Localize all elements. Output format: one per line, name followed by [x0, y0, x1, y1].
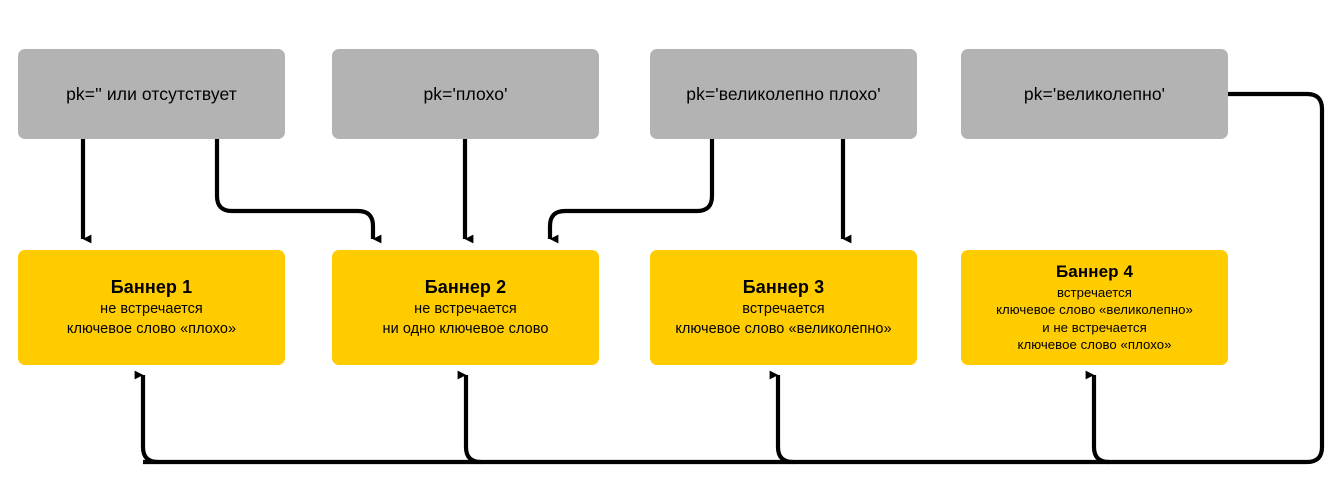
- arrow-cond4-banner2: [457, 370, 482, 465]
- banner-line: ключевое слово «плохо»: [66, 320, 237, 337]
- banner-box-3[interactable]: Баннер 3 встречается ключевое слово «вел…: [650, 250, 917, 365]
- banner-line: не встречается: [414, 301, 517, 318]
- banner-box-2[interactable]: Баннер 2 не встречается ни одно ключевое…: [332, 250, 599, 365]
- condition-label: pk='плохо': [423, 83, 508, 104]
- banner-line: не встречается: [100, 301, 203, 318]
- arrow-cond1-banner2: [214, 139, 382, 244]
- banner-title: Баннер 4: [1055, 262, 1134, 282]
- banner-line: ключевое слово «плохо»: [1017, 337, 1172, 353]
- condition-box-1[interactable]: pk='' или отсутствует: [18, 49, 285, 139]
- condition-box-2[interactable]: pk='плохо': [332, 49, 599, 139]
- condition-box-3[interactable]: pk='великолепно плохо': [650, 49, 917, 139]
- banner-line: встречается: [742, 301, 825, 318]
- condition-label: pk='великолепно': [1023, 83, 1166, 104]
- arrow-cond4-banner1: [134, 370, 159, 465]
- banner-box-1[interactable]: Баннер 1 не встречается ключевое слово «…: [18, 250, 285, 365]
- condition-box-4[interactable]: pk='великолепно': [961, 49, 1228, 139]
- banner-title: Баннер 3: [742, 277, 825, 298]
- banner-title: Баннер 2: [424, 277, 507, 298]
- banner-line: встречается: [1057, 285, 1132, 301]
- banner-line: и не встречается: [1042, 319, 1147, 335]
- arrow-cond4-banner3: [769, 370, 794, 465]
- condition-label: pk='великолепно плохо': [686, 83, 881, 104]
- arrow-cond4-banner4: [1085, 370, 1110, 465]
- condition-label: pk='' или отсутствует: [66, 83, 237, 104]
- banner-line: ключевое слово «великолепно»: [675, 320, 892, 337]
- banner-box-4[interactable]: Баннер 4 встречается ключевое слово «вел…: [961, 250, 1228, 365]
- banner-title: Баннер 1: [110, 277, 193, 298]
- banner-line: ни одно ключевое слово: [382, 320, 549, 337]
- arrow-cond3-banner2: [547, 139, 715, 244]
- banner-line: ключевое слово «великолепно»: [996, 302, 1193, 318]
